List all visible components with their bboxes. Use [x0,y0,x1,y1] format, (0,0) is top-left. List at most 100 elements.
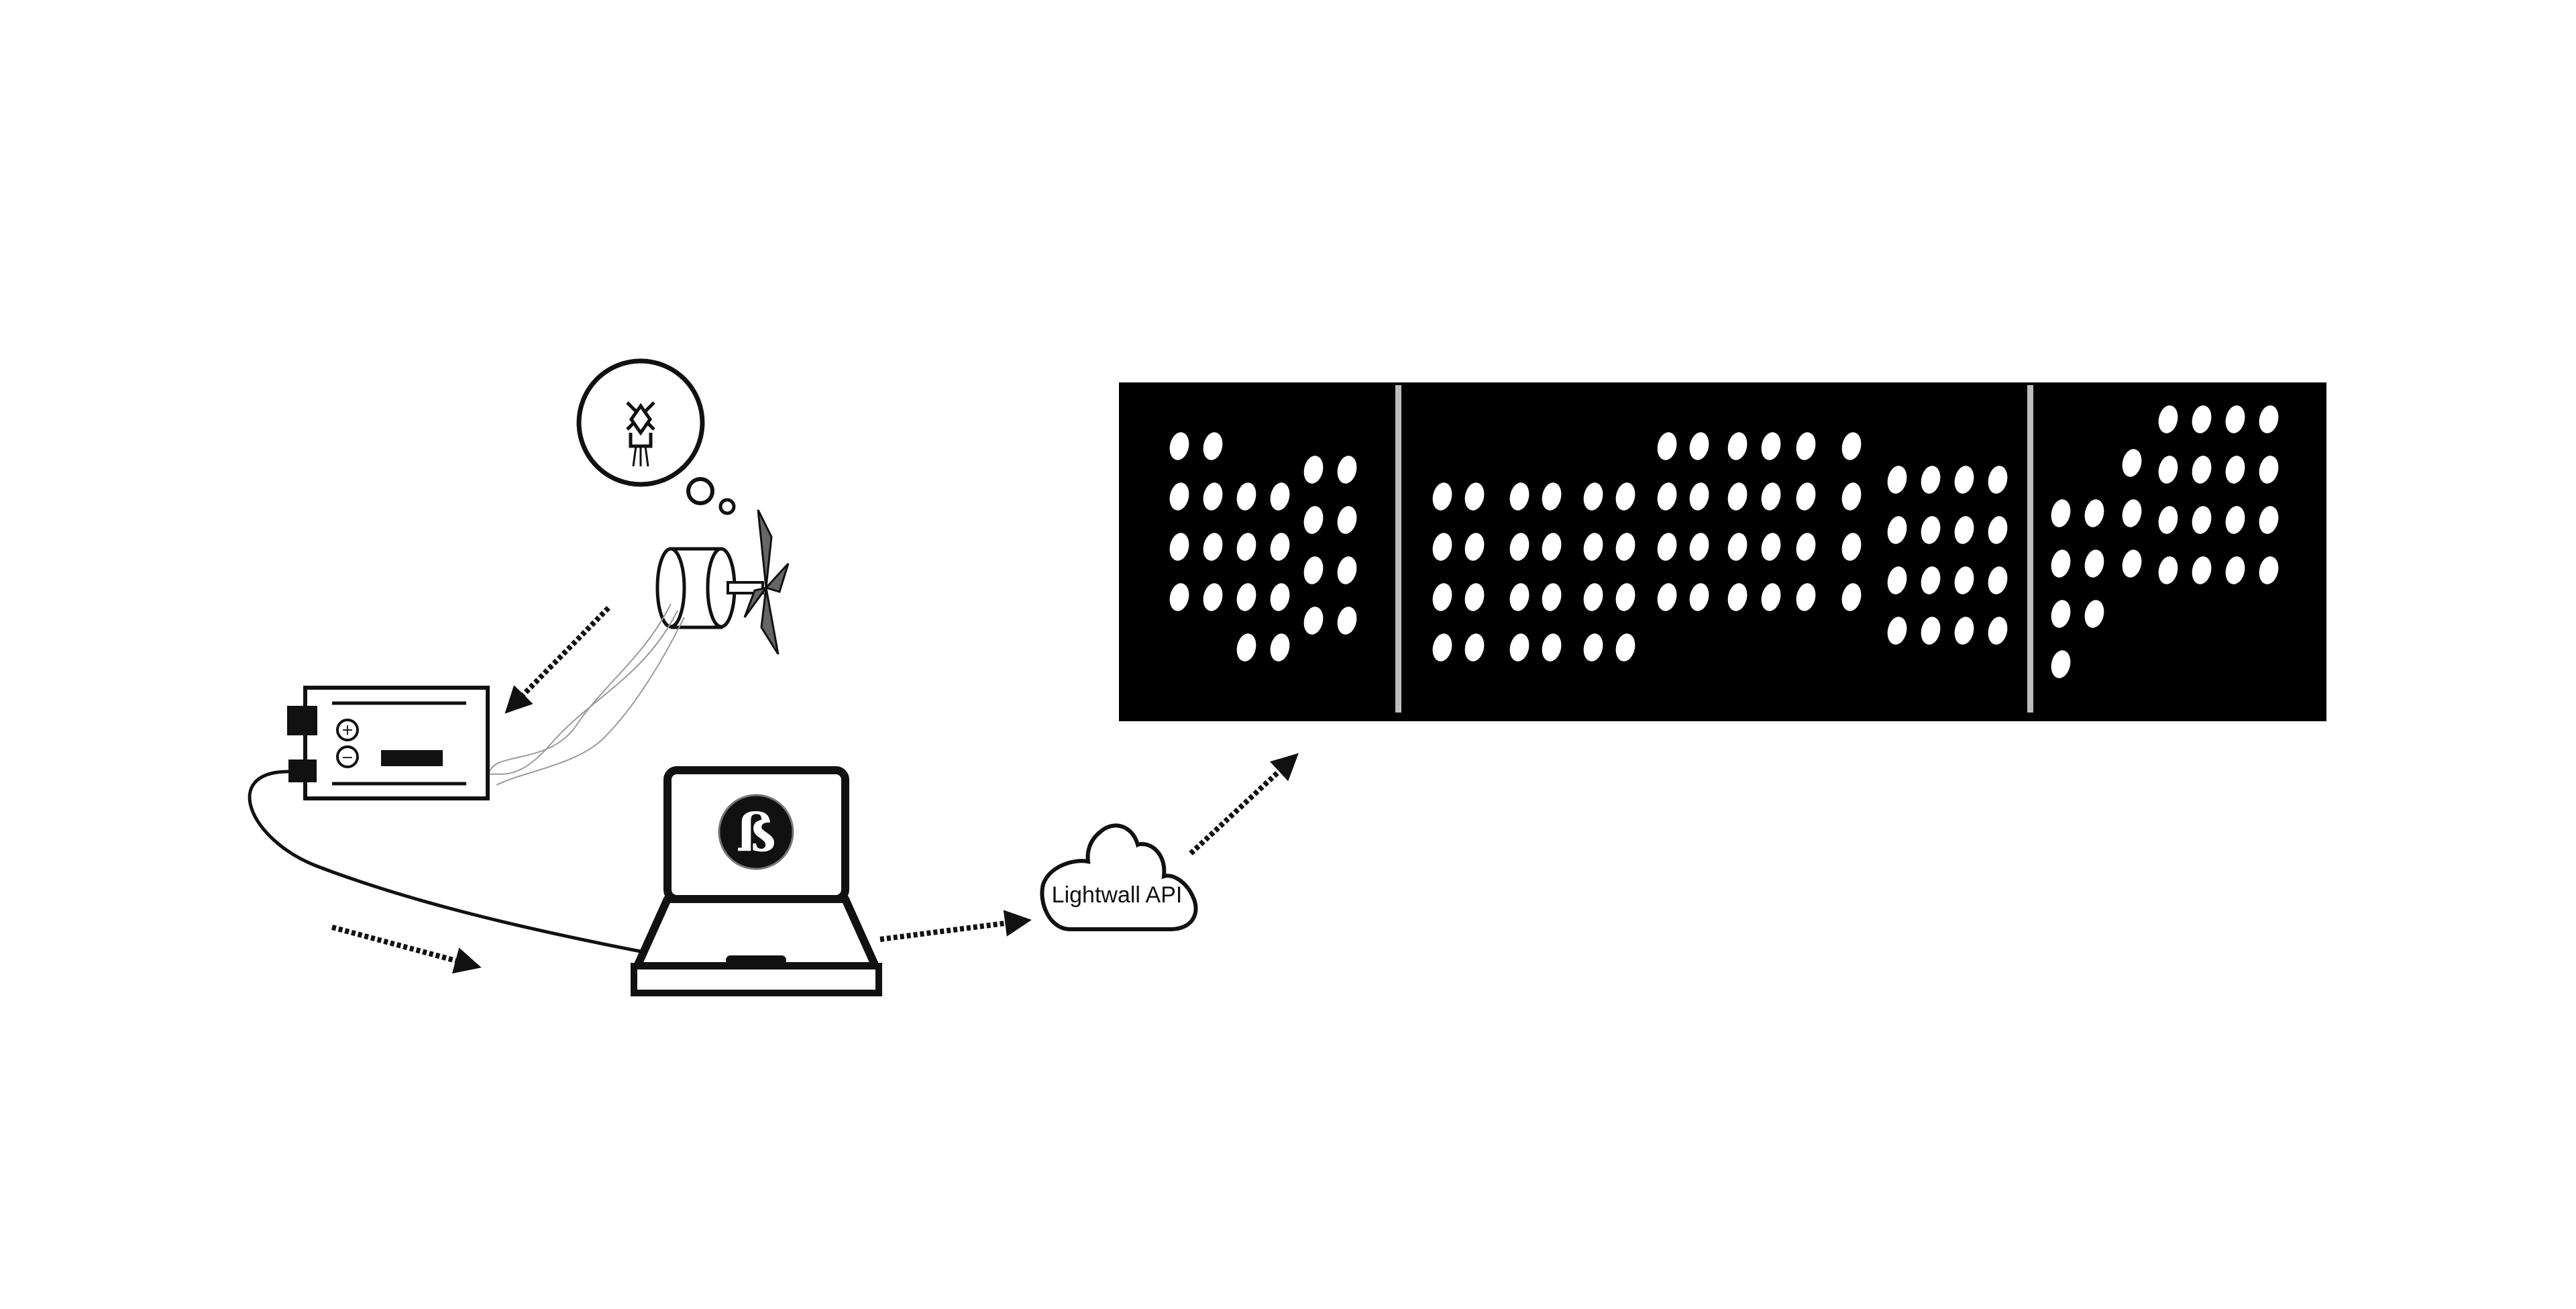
light-wall-icon [1119,382,2326,721]
laptop-icon: ß [631,766,882,996]
wall-light-dot [2051,600,2071,628]
wall-light-dot [1583,482,1603,511]
wall-light-dot [2259,556,2279,584]
wall-light-dot [1689,432,1709,460]
wall-light-dot [2084,499,2104,527]
wall-light-dot [1887,617,1907,645]
wall-light-dot [1954,566,1974,594]
wall-light-dot [2192,456,2212,484]
wall-light-dot [2158,405,2178,433]
wall-light-dot [1615,633,1635,662]
wall-light-dot [1988,566,2008,594]
wall-light-dot [1236,583,1256,611]
arrow-laptop-to-cloud [879,910,1032,942]
wall-light-dot [1583,583,1603,611]
wall-light-dot [1657,533,1677,561]
wall-light-dot [1337,506,1357,534]
wall-light-dot [1542,482,1562,511]
wall-light-dot [1921,566,1941,594]
wall-light-dot [2259,405,2279,433]
wall-light-dot [1689,533,1709,561]
wall-light-dot [1988,466,2008,494]
wall-light-dot [1988,617,2008,645]
wall-light-dot [1303,456,1324,484]
python-logo-icon: ß [718,794,794,870]
wall-light-dot [1615,533,1635,561]
motor-wires [482,603,685,786]
wall-light-dot [1169,583,1189,611]
wall-light-dot [1303,607,1324,635]
wall-light-dot [1270,482,1290,511]
wall-light-dot [1921,516,1941,544]
wall-light-dot [2122,449,2142,477]
wall-light-dot [1303,506,1324,534]
wall-light-dot [1796,583,1816,611]
wall-light-dot [1509,482,1529,511]
wall-light-dot [1583,533,1603,561]
wall-light-dot [2084,600,2104,628]
wall-light-dot [2084,549,2104,578]
wall-light-dot [1169,432,1189,460]
wall-light-dot [1542,583,1562,611]
wall-light-dot [1887,466,1907,494]
wall-light-dot [1337,556,1357,584]
wall-light-dot [1509,633,1529,662]
cloud-icon: Lightwall API [1040,823,1198,931]
wall-light-dot [1841,482,1862,511]
wall-light-dot [1887,516,1907,544]
wall-light-dot [1988,516,2008,544]
wall-light-dot [1954,466,1974,494]
wall-light-dot [2122,549,2142,578]
wall-light-dot [1954,617,1974,645]
wall-light-dot [1615,583,1635,611]
wall-divider-right [2027,385,2033,713]
wall-light-dot [1921,466,1941,494]
wall-light-dot [2225,456,2245,484]
wall-light-dot [1236,633,1256,662]
wall-light-dot [2225,556,2245,584]
wall-light-dot [1432,533,1452,561]
wall-light-dot [2051,549,2071,578]
wall-light-dot [2051,499,2071,527]
wall-light-dot [2158,456,2178,484]
arrow-motor-to-board [504,606,610,714]
thought-bubble-icon [576,358,736,515]
wall-light-dot [1236,533,1256,561]
wall-light-dot [1509,583,1529,611]
wall-light-dot [1657,432,1677,460]
wall-light-dot [1689,583,1709,611]
wall-divider-left [1395,385,1401,713]
wall-light-dot [1727,583,1748,611]
wall-light-dot [1761,533,1781,561]
wall-light-dot [1657,583,1677,611]
wall-light-dot [1583,633,1603,662]
wall-light-dot [2225,506,2245,534]
wall-light-dot [1841,533,1862,561]
wall-light-dot [1761,432,1781,460]
wall-light-dot [1542,533,1562,561]
logo-glyph: ß [736,802,775,863]
wall-light-dot [1270,633,1290,662]
plus-symbol: + [341,722,354,739]
wall-light-dot [2051,650,2071,678]
wall-light-dot [1954,516,1974,544]
usb-cable [248,770,641,953]
arrow-cloud-to-wall [1189,753,1299,855]
wall-light-dot [1796,432,1816,460]
motor-icon [655,547,764,629]
wall-light-dot [1270,583,1290,611]
arduino-board-icon: + − [287,686,490,800]
wall-light-dot [1203,432,1223,460]
wall-light-dot [2192,405,2212,433]
wall-light-dot [1303,556,1324,584]
windmill-icon [626,401,655,467]
wall-light-dot [1464,633,1485,662]
wall-light-dot [1615,482,1635,511]
wall-light-dot [1761,583,1781,611]
wall-light-dot [1761,482,1781,511]
wall-light-dot [2192,506,2212,534]
cloud-label: Lightwall API [1052,882,1183,908]
wall-light-dot [1203,482,1223,511]
wall-light-dot [1432,482,1452,511]
wall-light-dot [1169,533,1189,561]
